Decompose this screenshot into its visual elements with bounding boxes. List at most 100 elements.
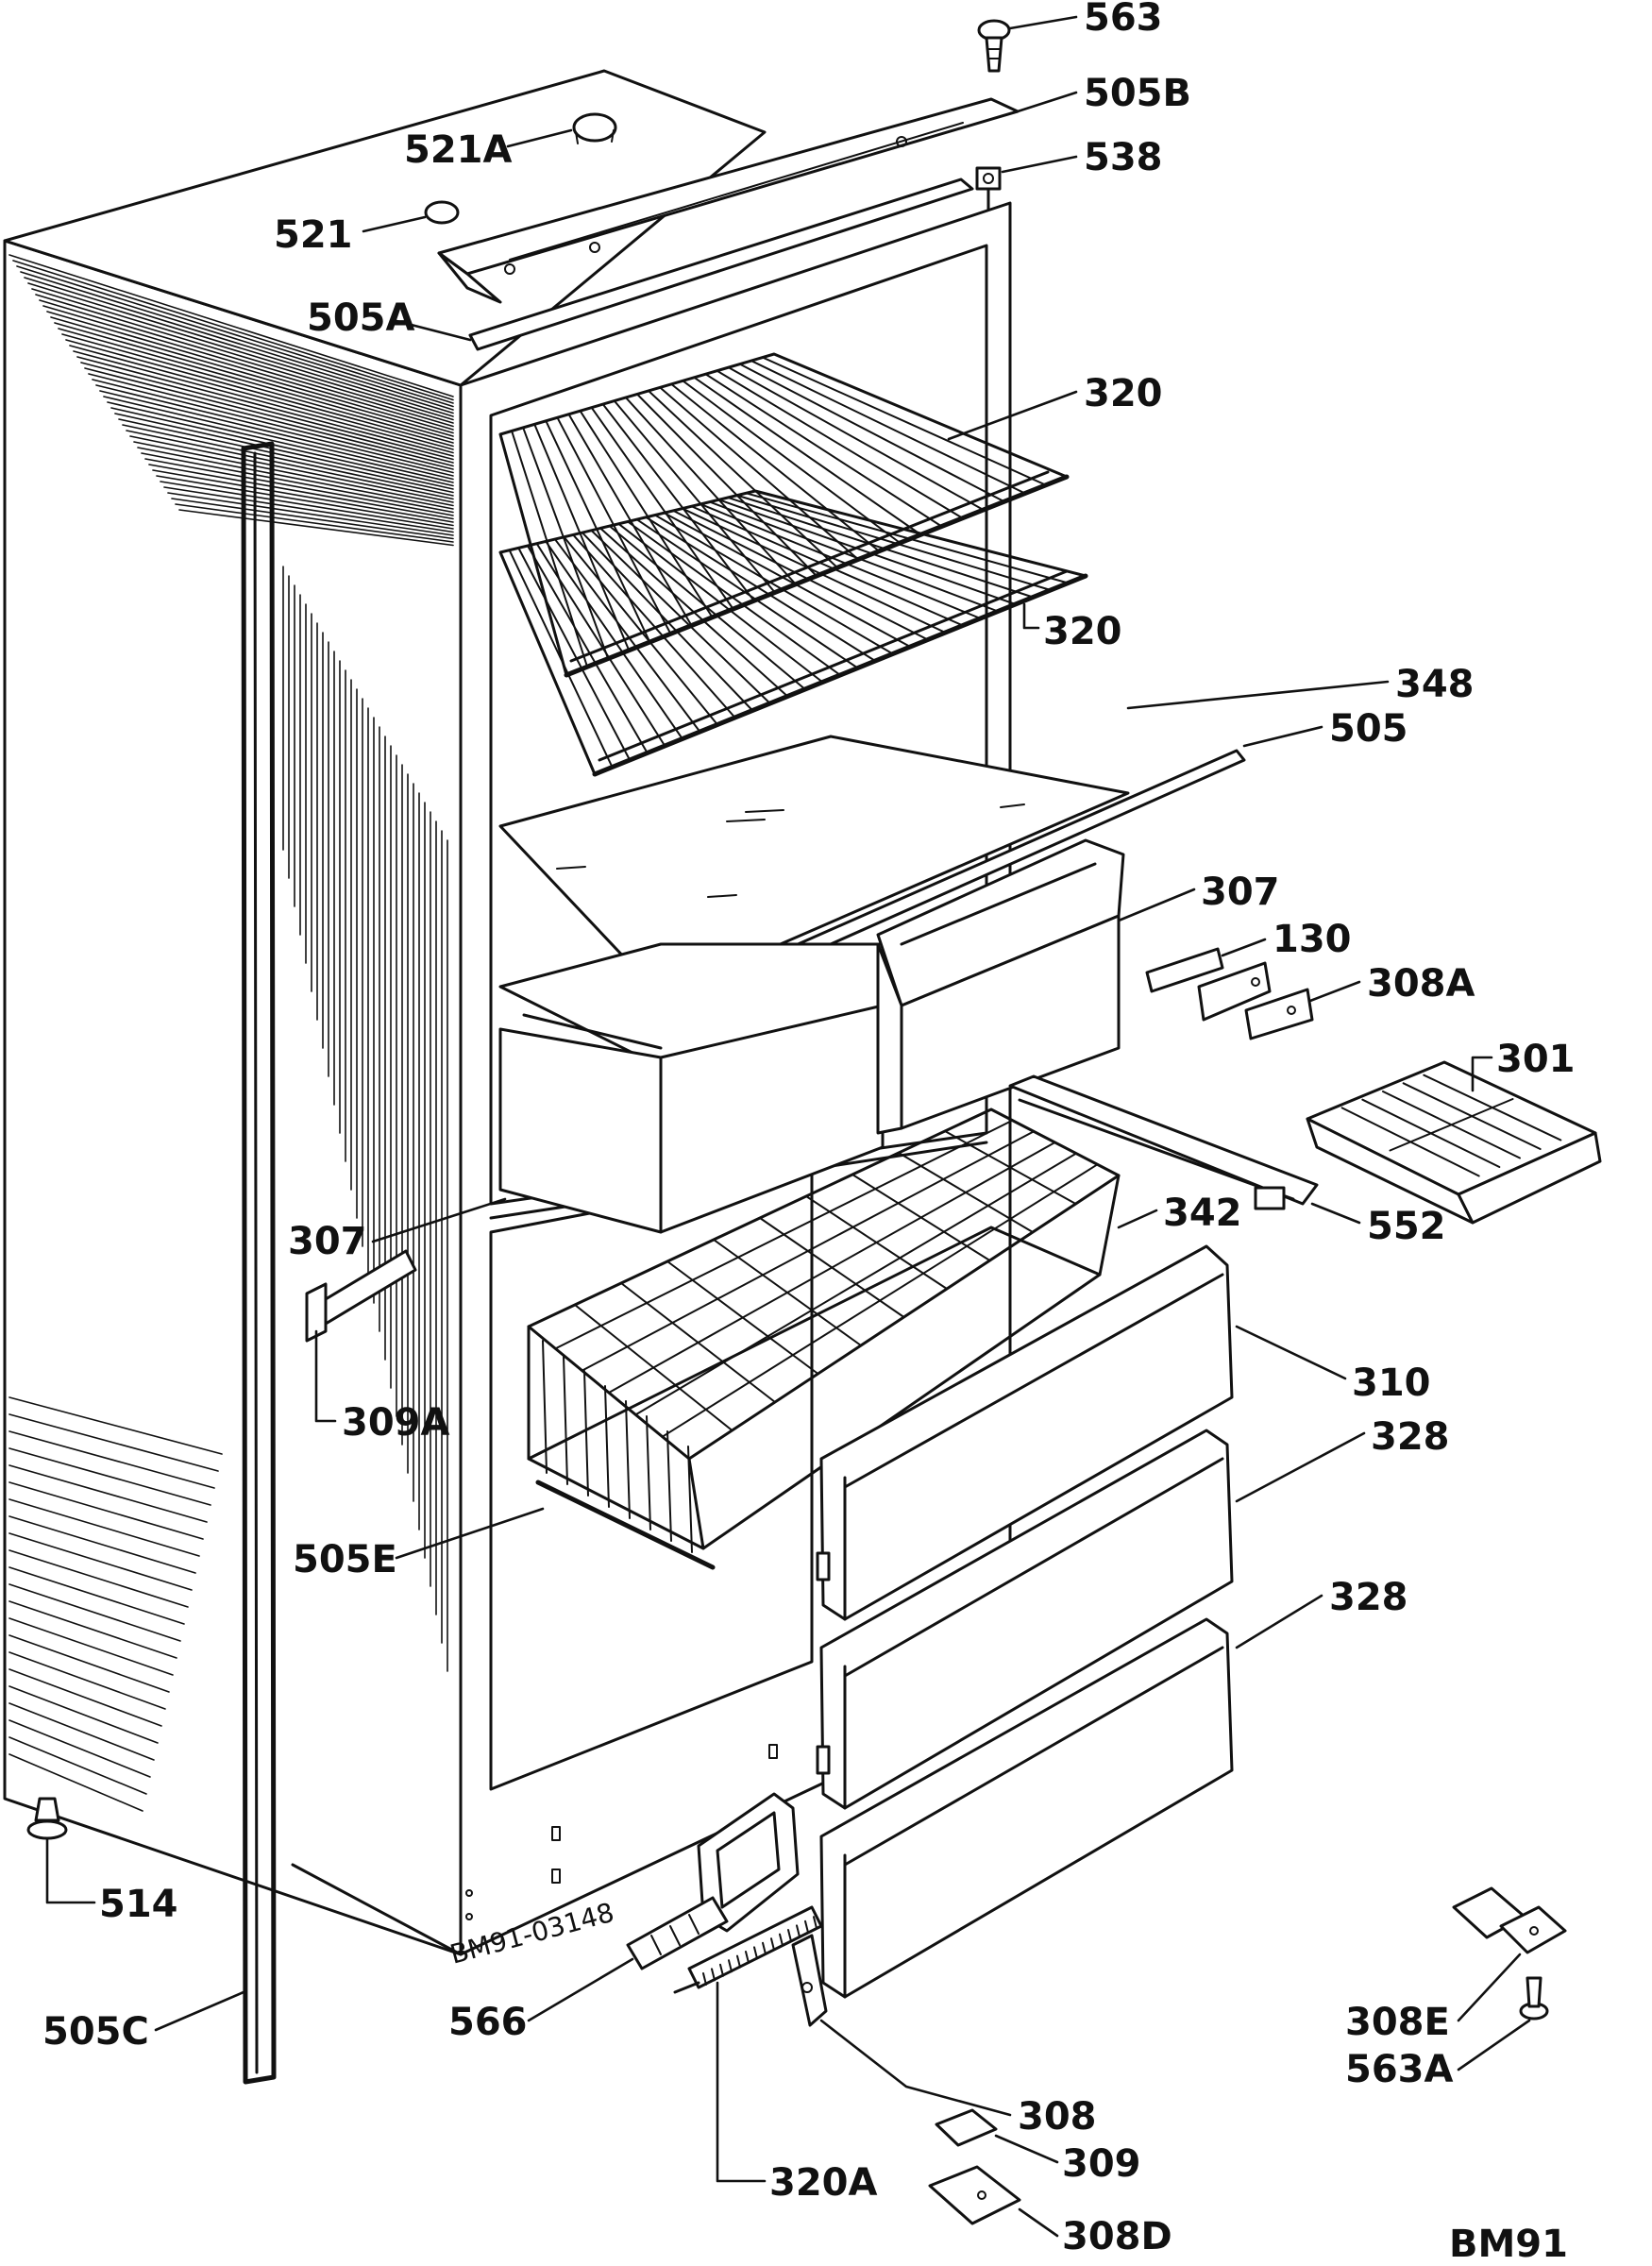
- plug-cap: [424, 200, 460, 225]
- shelf-front-rail-inner: [598, 569, 1069, 762]
- glass-reflection: [1000, 803, 1025, 808]
- basket-wire: [608, 1141, 1056, 1394]
- drawer-slide-rail: [1008, 1074, 1319, 1210]
- bracket-308d: [928, 2165, 1021, 2225]
- cabinet-base-edge: [291, 1863, 463, 1956]
- basket-wire: [646, 1415, 651, 1530]
- shelf-wire: [579, 410, 714, 618]
- rail-body: [1008, 1074, 1319, 1206]
- hinge-bracket-308a: [1197, 961, 1314, 1040]
- leader-538: [1001, 155, 1078, 174]
- shelf-wire: [659, 386, 860, 561]
- drawer-side: [659, 1004, 885, 1234]
- basket-wire: [666, 1430, 672, 1542]
- shade-line: [8, 254, 454, 397]
- shade-line: [95, 384, 454, 474]
- glass-reflection: [556, 866, 586, 870]
- scale-tick: [787, 1929, 792, 1942]
- front-top-strip: [468, 178, 974, 351]
- label-505b: 505B: [1084, 72, 1191, 115]
- shade-line: [39, 299, 454, 424]
- shelf-wire: [545, 540, 683, 740]
- flap-hinge-pin: [816, 1551, 831, 1581]
- plug-body: [611, 129, 615, 143]
- label-320-upper: 320: [1084, 372, 1163, 415]
- shade-line: [171, 498, 454, 540]
- shade-line: [160, 481, 454, 530]
- shade-line: [99, 390, 454, 477]
- leader-348: [1126, 680, 1390, 710]
- shelf-frame: [498, 352, 1069, 677]
- label-566: 566: [448, 2001, 528, 2044]
- leader-505b: [1016, 91, 1078, 113]
- leader-505: [1242, 725, 1323, 748]
- basket-wire: [583, 1370, 589, 1497]
- top-rail-groove: [509, 122, 964, 261]
- shelf-wire: [700, 502, 982, 619]
- shade-line: [61, 333, 454, 444]
- basket-grid: [542, 1119, 1099, 1553]
- leader-563: [1008, 15, 1078, 30]
- plug-521a: [572, 112, 617, 144]
- drawer-side: [900, 914, 1121, 1130]
- top-rail-screw: [504, 263, 515, 275]
- leader-328b: [1235, 1594, 1323, 1649]
- shelf-wire: [738, 363, 1005, 503]
- flap-crease: [843, 1457, 1224, 1678]
- label-348: 348: [1395, 663, 1475, 706]
- door-gasket-strip: [241, 441, 277, 2085]
- shelf-wire: [663, 512, 912, 648]
- plug-521: [424, 200, 460, 225]
- label-521: 521: [274, 213, 353, 257]
- scale-tick: [762, 1941, 767, 1955]
- tray-divider: [1389, 1098, 1514, 1152]
- scale-tick: [711, 1968, 716, 1982]
- leader-505c: [154, 1990, 245, 2032]
- glass-panel: [498, 735, 1130, 998]
- label-307-right: 307: [1201, 871, 1280, 914]
- drawer-lip: [522, 1013, 663, 1050]
- cabinet-body: [3, 69, 1012, 1956]
- leader-130: [1221, 938, 1267, 957]
- shelf-wire: [727, 366, 985, 511]
- plug-body: [575, 131, 579, 144]
- leader-505e: [395, 1507, 545, 1560]
- bracket-hole: [977, 2190, 986, 2200]
- shade-line: [118, 418, 454, 494]
- shelf-wire: [526, 545, 649, 754]
- scale-tick: [719, 1963, 724, 1977]
- shade-line: [137, 447, 454, 510]
- label-310: 310: [1352, 1361, 1431, 1405]
- scale-tick: [745, 1951, 750, 1964]
- leader-320a-scale: [716, 1981, 767, 2183]
- label-521a: 521A: [404, 128, 512, 172]
- shelf-wire: [735, 494, 1052, 591]
- foot-514: [26, 1797, 68, 1840]
- shade-line: [92, 379, 454, 470]
- top-rail-screw: [589, 242, 600, 253]
- front-screw-slot: [768, 1744, 778, 1759]
- flap-crease: [843, 1273, 1224, 1489]
- shade-line: [46, 311, 454, 431]
- wire-basket: [527, 1108, 1121, 1570]
- shelf-wire: [761, 356, 1047, 486]
- leader-308e: [1457, 1953, 1522, 2022]
- screw-shank: [985, 36, 1003, 73]
- scale-tick: [779, 1933, 784, 1947]
- label-308e: 308E: [1345, 2001, 1450, 2044]
- cap-body: [935, 2108, 998, 2147]
- shelf-wire: [533, 423, 631, 651]
- clip-end: [305, 1282, 328, 1343]
- shade-line: [8, 1651, 166, 1710]
- knob-handle: [626, 1896, 729, 1970]
- shade-line: [122, 424, 454, 497]
- temperature-scale: [673, 1905, 823, 1994]
- shade-line: [8, 1668, 162, 1727]
- flap-hinge-pin: [816, 1745, 831, 1775]
- shelf-wire: [590, 406, 734, 610]
- shelf-wire: [693, 376, 922, 536]
- shade-line: [54, 322, 454, 437]
- shade-line: [110, 407, 454, 487]
- basket-edge: [1098, 1174, 1121, 1277]
- label-307-left: 307: [288, 1220, 367, 1263]
